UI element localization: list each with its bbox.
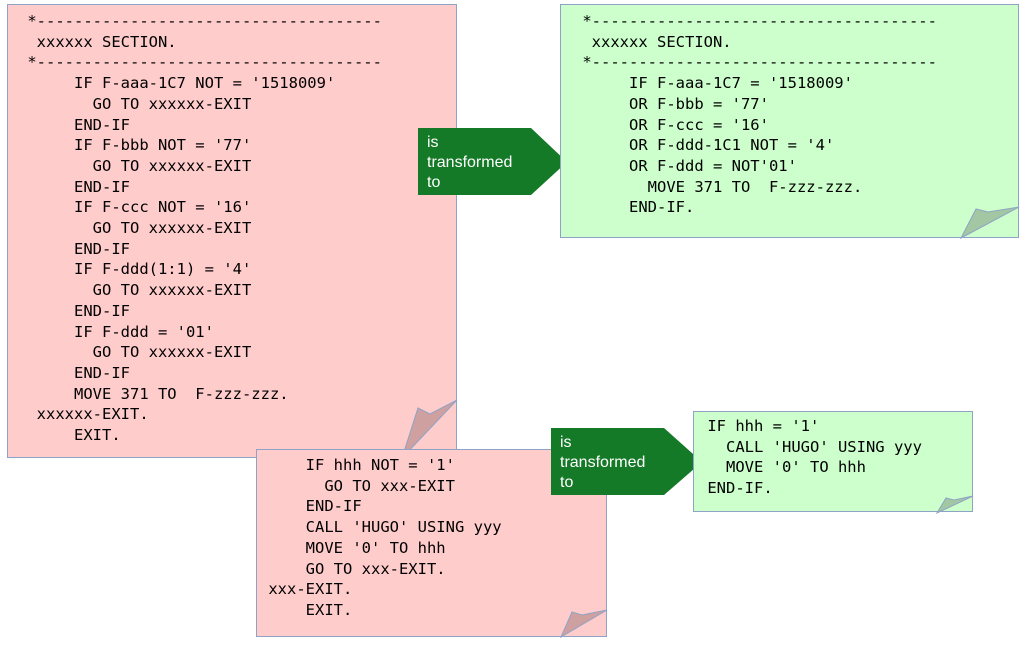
- code-line: xxxxxx SECTION.: [18, 32, 177, 51]
- code-line: GO TO xxxxxx-EXIT: [18, 219, 252, 238]
- code-line: CALL 'HUGO' USING yyy: [698, 437, 922, 456]
- transform-arrow-1: [418, 128, 567, 195]
- code-line: END-IF: [18, 363, 130, 382]
- page-curl-before-call: [559, 609, 608, 639]
- code-line: OR F-ddd-1C1 NOT = '4': [573, 136, 835, 155]
- code-line: EXIT.: [259, 600, 353, 619]
- code-line: IF F-ddd = '01': [18, 322, 214, 341]
- before-code-section: *------------------------------------- x…: [18, 11, 382, 446]
- code-line: *-------------------------------------: [573, 53, 937, 72]
- code-line: *-------------------------------------: [573, 12, 937, 30]
- transform-arrow-2: [551, 428, 702, 495]
- code-line: EXIT.: [18, 426, 121, 445]
- page-curl-after-call: [935, 495, 974, 515]
- before-code-call: IF hhh NOT = '1' GO TO xxx-EXIT END-IF C…: [259, 455, 502, 621]
- code-line: IF F-ccc NOT = '16': [18, 198, 252, 217]
- code-line: MOVE 371 TO F-zzz-zzz.: [18, 384, 289, 403]
- before-note-call: IF hhh NOT = '1' GO TO xxx-EXIT END-IF C…: [256, 449, 607, 637]
- code-line: IF hhh NOT = '1': [259, 456, 455, 474]
- code-line: MOVE '0' TO hhh: [698, 458, 866, 477]
- code-line: END-IF: [18, 115, 130, 134]
- transform-arrow-1-label: is transformed to: [427, 134, 513, 191]
- code-line: OR F-ddd = NOT'01': [573, 156, 797, 175]
- code-line: OR F-bbb = '77': [573, 94, 769, 113]
- code-line: IF F-aaa-1C7 = '1518009': [573, 74, 853, 93]
- code-line: OR F-ccc = '16': [573, 115, 769, 134]
- code-line: END-IF.: [698, 479, 773, 498]
- code-line: IF F-aaa-1C7 NOT = '1518009': [18, 74, 336, 93]
- after-note-call: IF hhh = '1' CALL 'HUGO' USING yyy MOVE …: [693, 411, 973, 512]
- code-line: GO TO xxxxxx-EXIT: [18, 281, 252, 300]
- code-line: GO TO xxxxxx-EXIT: [18, 94, 252, 113]
- code-line: GO TO xxx-EXIT: [259, 476, 455, 495]
- after-code-section: *------------------------------------- x…: [573, 11, 937, 218]
- code-line: CALL 'HUGO' USING yyy: [259, 518, 502, 537]
- code-line: IF F-bbb NOT = '77': [18, 136, 252, 155]
- before-note-section: *------------------------------------- x…: [7, 4, 457, 458]
- code-line: IF F-ddd(1:1) = '4': [18, 260, 252, 279]
- code-line: IF hhh = '1': [698, 417, 820, 435]
- page-curl-after-section: [959, 206, 1020, 240]
- code-line: GO TO xxx-EXIT.: [259, 559, 446, 578]
- code-line: *-------------------------------------: [18, 53, 382, 72]
- code-line: END-IF: [259, 497, 362, 516]
- code-line: MOVE 371 TO F-zzz-zzz.: [573, 177, 863, 196]
- code-line: *-------------------------------------: [18, 12, 382, 30]
- code-line: END-IF: [18, 177, 130, 196]
- code-line: END-IF: [18, 239, 130, 258]
- code-line: GO TO xxxxxx-EXIT: [18, 343, 252, 362]
- page-curl-before-section: [401, 399, 458, 459]
- code-line: END-IF: [18, 301, 130, 320]
- code-line: GO TO xxxxxx-EXIT: [18, 156, 252, 175]
- after-code-call: IF hhh = '1' CALL 'HUGO' USING yyy MOVE …: [698, 416, 922, 499]
- code-line: xxxxxx-EXIT.: [18, 405, 149, 424]
- code-line: MOVE '0' TO hhh: [259, 538, 446, 557]
- code-line: xxx-EXIT.: [259, 580, 353, 599]
- code-line: xxxxxx SECTION.: [573, 32, 732, 51]
- after-note-section: *------------------------------------- x…: [560, 4, 1019, 238]
- transform-arrow-2-label: is transformed to: [560, 434, 646, 491]
- code-line: END-IF.: [573, 198, 695, 217]
